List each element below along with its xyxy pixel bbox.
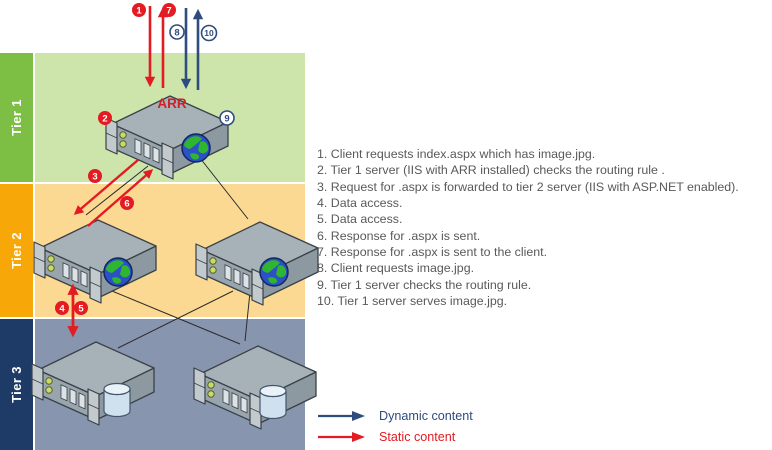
mesh-lines bbox=[85, 157, 251, 349]
step-item: 5. Data access. bbox=[317, 212, 403, 227]
step-marker-5: 5 bbox=[74, 301, 88, 315]
tier3-label-bar: Tier 3 bbox=[0, 319, 33, 450]
globe-icon bbox=[103, 257, 133, 287]
step-marker-4: 4 bbox=[55, 301, 69, 315]
server-tier3-right bbox=[193, 345, 317, 430]
step-marker-10: 10 bbox=[200, 24, 218, 42]
arrow-response-6 bbox=[87, 169, 154, 227]
step-item: 4. Data access. bbox=[317, 196, 403, 211]
svg-text:8: 8 bbox=[174, 27, 179, 38]
client-arrows bbox=[144, 6, 204, 90]
globe-icon bbox=[259, 257, 289, 287]
step-item: 3. Request for .aspx is forwarded to tie… bbox=[317, 179, 739, 194]
tier2-label-bar: Tier 2 bbox=[0, 184, 33, 317]
arrow-forward-3 bbox=[73, 159, 139, 215]
legend-dynamic-row: Dynamic content bbox=[317, 409, 473, 423]
globe-icon bbox=[181, 133, 211, 163]
tier1-label-bar: Tier 1 bbox=[0, 53, 33, 182]
svg-text:2: 2 bbox=[102, 113, 107, 124]
svg-text:9: 9 bbox=[224, 113, 229, 124]
svg-text:5: 5 bbox=[78, 303, 84, 314]
step-marker-6: 6 bbox=[120, 196, 134, 210]
database-icon bbox=[103, 382, 131, 418]
svg-text:6: 6 bbox=[124, 198, 129, 209]
step-item: 9. Tier 1 server checks the routing rule… bbox=[317, 277, 532, 292]
step-item: 1. Client requests index.aspx which has … bbox=[317, 147, 596, 161]
svg-text:3: 3 bbox=[92, 171, 97, 182]
svg-text:4: 4 bbox=[59, 303, 65, 314]
arr-label: ARR bbox=[157, 96, 186, 111]
svg-text:7: 7 bbox=[166, 5, 171, 16]
server-tier2-left bbox=[33, 219, 157, 304]
server-tier1-arr: ARR bbox=[105, 95, 229, 180]
server-tier3-left bbox=[31, 341, 155, 426]
dynamic-arrow-icon bbox=[318, 411, 365, 421]
svg-text:1: 1 bbox=[136, 5, 142, 16]
step-marker-3: 3 bbox=[88, 169, 102, 183]
legend-static-row: Static content bbox=[317, 430, 455, 444]
step-item: 7. Response for .aspx is sent to the cli… bbox=[317, 245, 548, 260]
step-item: 2. Tier 1 server (IIS with ARR installed… bbox=[317, 163, 665, 178]
step-marker-8: 8 bbox=[169, 24, 185, 40]
legend-static-label: Static content bbox=[379, 430, 456, 444]
step-marker-9: 9 bbox=[219, 110, 235, 126]
step-item: 6. Response for .aspx is sent. bbox=[317, 228, 481, 243]
static-arrow-icon bbox=[318, 432, 365, 442]
step-marker-7: 7 bbox=[162, 3, 176, 17]
legend-dynamic-label: Dynamic content bbox=[379, 409, 473, 423]
svg-text:10: 10 bbox=[204, 28, 214, 38]
step-item: 10. Tier 1 server serves image.jpg. bbox=[317, 294, 508, 309]
server-tier2-right bbox=[195, 221, 319, 306]
step-item: 8. Client requests image.jpg. bbox=[317, 261, 475, 276]
step-marker-2: 2 bbox=[98, 111, 112, 125]
step-list: 1. Client requests index.aspx which has … bbox=[317, 146, 739, 309]
step-marker-1: 1 bbox=[132, 3, 146, 17]
database-icon bbox=[259, 384, 287, 420]
